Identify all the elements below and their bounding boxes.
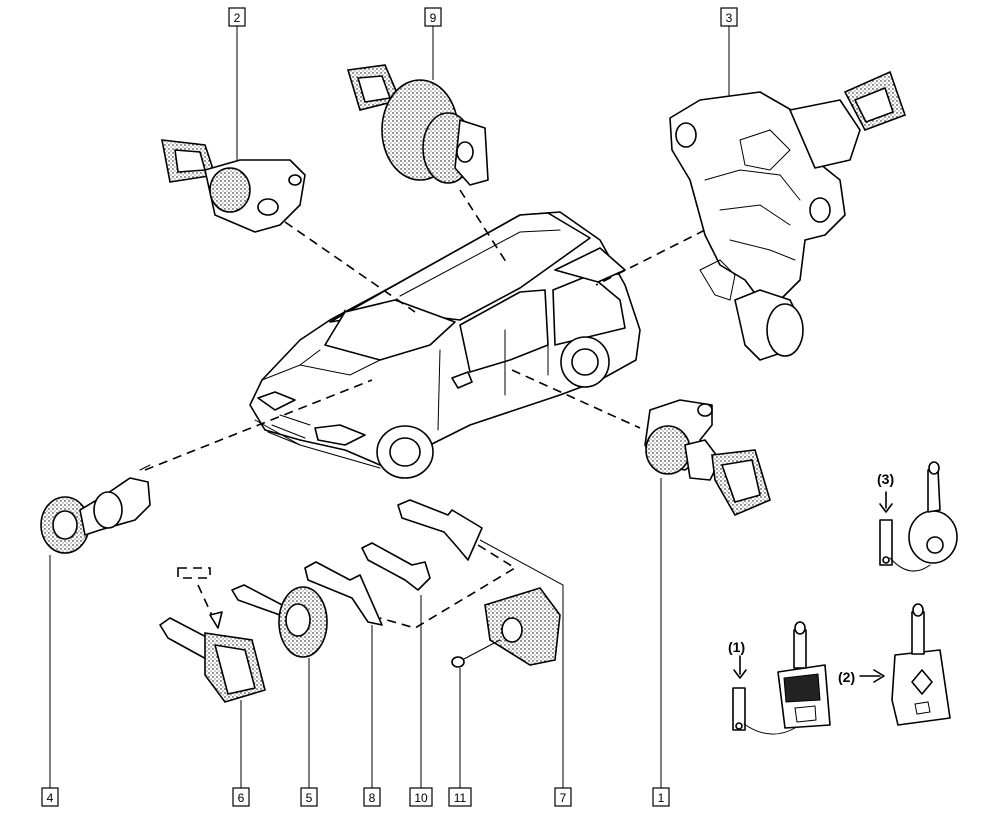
- key-note-1-label: (1): [728, 639, 745, 655]
- callout-3: 3: [720, 7, 738, 27]
- key-note-3-illustration: (3): [877, 461, 958, 572]
- callout-4-label: 4: [47, 791, 54, 805]
- tailgate-lock-assembly: [669, 70, 907, 361]
- assembly-lines: [144, 189, 706, 629]
- callout-9: 9: [424, 7, 442, 27]
- callout-10-label: 10: [414, 791, 428, 805]
- callout-2: 2: [228, 7, 246, 27]
- door-lock-barrel-left: [161, 139, 306, 233]
- callout-11-label: 11: [454, 791, 467, 805]
- key-note-3-label: (3): [877, 471, 894, 487]
- callout-6-label: 6: [238, 791, 245, 805]
- key-note-1-illustration: (1): [728, 621, 831, 735]
- assembly-line-2: [284, 221, 416, 313]
- key-blank-10: [361, 542, 431, 591]
- vehicle-outline: [249, 211, 641, 479]
- callout-5: 5: [300, 787, 318, 807]
- fuel-cap-lock: [346, 64, 489, 186]
- leader-line-7: [479, 539, 564, 788]
- assembly-line-4: [144, 379, 373, 471]
- callout-3-label: 3: [726, 11, 733, 25]
- callout-2-label: 2: [234, 11, 241, 25]
- key-blank-7: [397, 499, 483, 561]
- key-blank-8: [304, 561, 383, 626]
- callout-9-label: 9: [430, 11, 437, 25]
- callout-6: 6: [232, 787, 250, 807]
- door-lock-barrel-right: [644, 399, 771, 517]
- callout-8: 8: [363, 787, 381, 807]
- assembly-line-3: [595, 229, 706, 286]
- callout-10: 10: [409, 787, 433, 807]
- assembly-line-keys: [379, 544, 517, 629]
- leader-lines: [49, 26, 730, 788]
- callout-11: 11: [448, 787, 472, 807]
- callout-7-label: 7: [560, 791, 567, 805]
- bonnet-lock-barrel: [40, 464, 151, 554]
- callout-5-label: 5: [306, 791, 313, 805]
- callout-1-label: 1: [658, 791, 665, 805]
- callout-8-label: 8: [369, 791, 376, 805]
- key-note-2-label: (2): [838, 669, 855, 685]
- assembly-line-1: [511, 369, 641, 429]
- callout-1: 1: [652, 787, 670, 807]
- key-note-2-illustration: (2): [838, 603, 951, 726]
- key-parts: [159, 499, 561, 703]
- callout-4: 4: [41, 787, 59, 807]
- callout-7: 7: [554, 787, 572, 807]
